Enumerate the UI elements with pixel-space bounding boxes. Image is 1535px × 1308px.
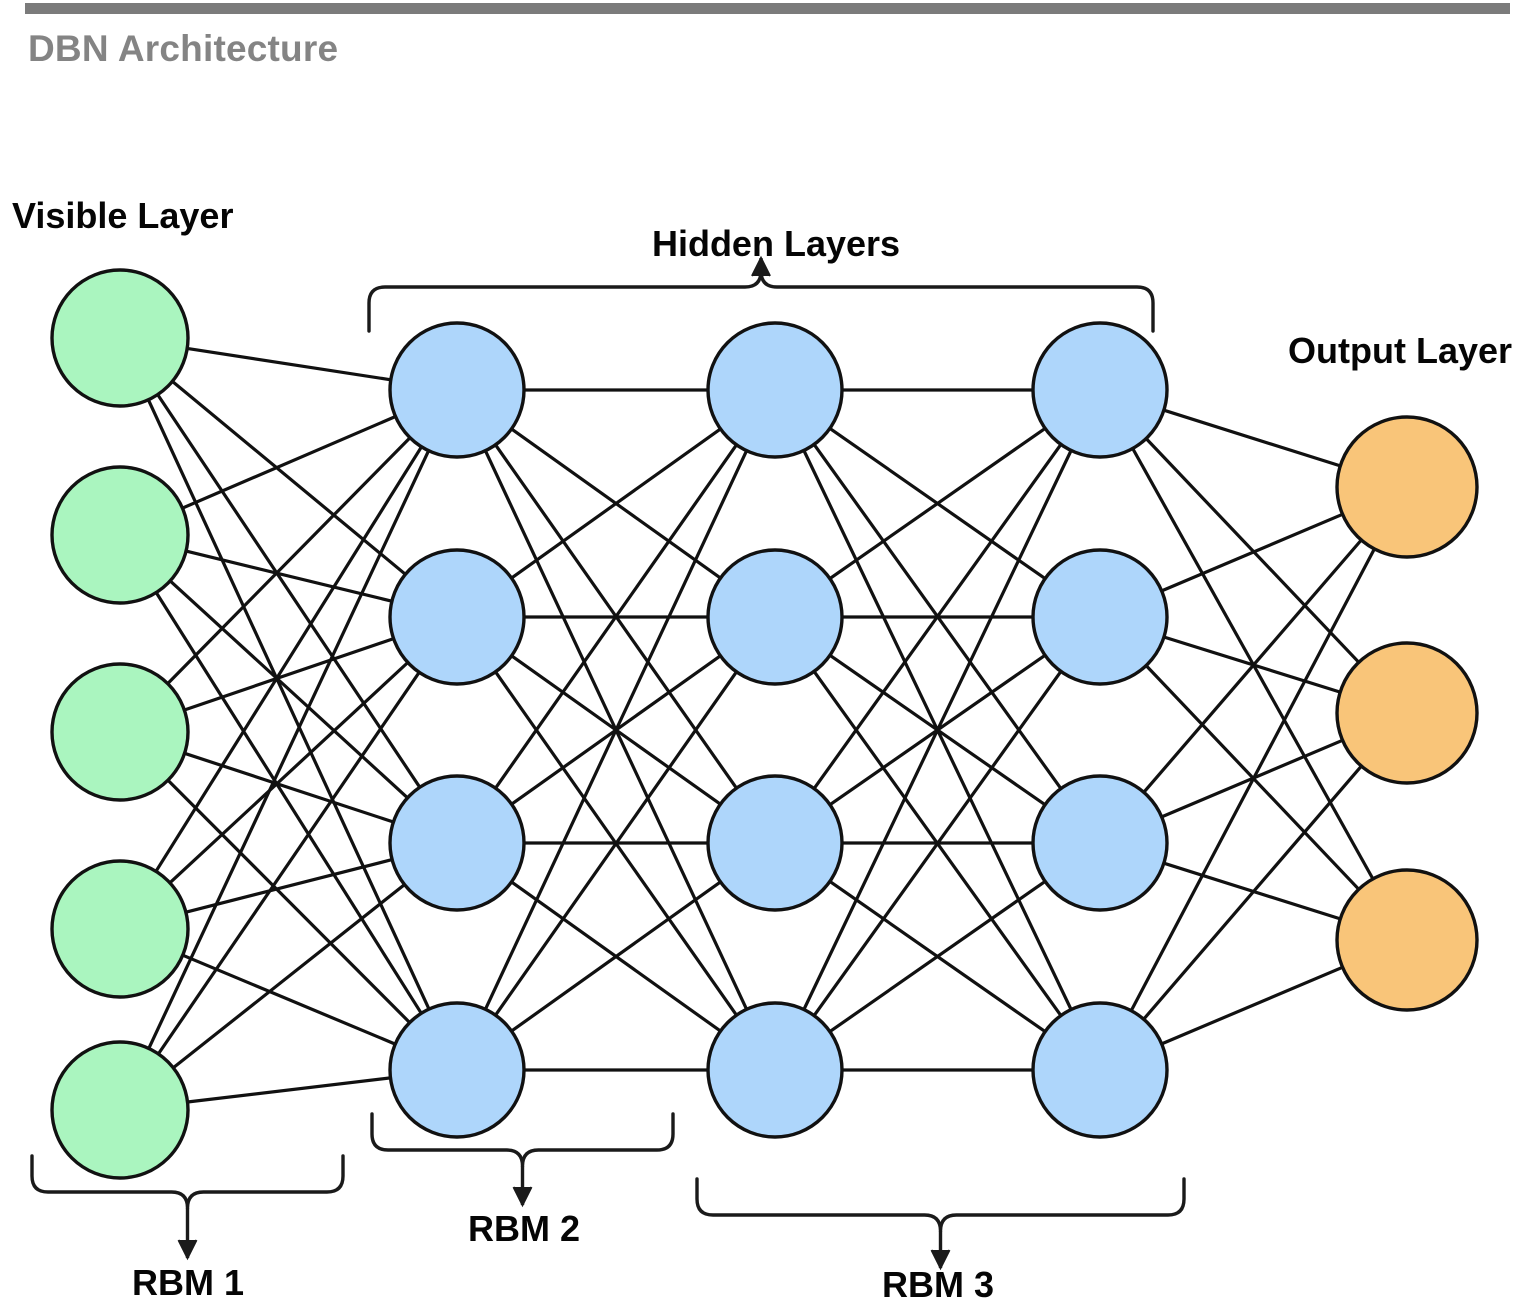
connection-edge (157, 671, 421, 1055)
connection-edge (494, 443, 738, 790)
connection-edge (171, 380, 407, 576)
label-output-layer: Output Layer (1288, 330, 1512, 371)
neuron-hidden1-3 (388, 774, 526, 912)
edge-layer (146, 346, 1376, 1104)
connection-edge (154, 445, 423, 873)
neuron-hidden2-2 (706, 548, 844, 686)
connection-edge (1145, 437, 1360, 664)
neuron-output-1 (1335, 415, 1479, 559)
connection-edge (186, 346, 392, 382)
connection-edge (494, 670, 738, 1017)
connection-edge (182, 953, 396, 1046)
connection-edge (510, 427, 722, 580)
neuron-hidden3-3 (1031, 774, 1169, 912)
neuron-output-3 (1335, 868, 1479, 1012)
neuron-hidden1-1 (388, 321, 526, 459)
connection-edge (185, 549, 393, 603)
label-rbm-2: RBM 2 (468, 1208, 580, 1249)
neuron-hidden3-4 (1031, 1001, 1169, 1139)
connection-edge (168, 661, 409, 884)
neuron-hidden3-2 (1031, 548, 1169, 686)
connection-edge (154, 591, 423, 1015)
label-hidden-layers: Hidden Layers (652, 223, 900, 264)
label-visible-layer: Visible Layer (12, 195, 233, 236)
neuron-hidden2-4 (706, 1001, 844, 1139)
connection-edge (183, 637, 395, 712)
connection-edge (147, 450, 431, 1050)
neuron-hidden1-4 (388, 1001, 526, 1139)
connection-edge (146, 399, 431, 1010)
connection-edge (187, 1076, 391, 1104)
brace-hidden-layers (367, 269, 1155, 333)
connection-edge (1142, 765, 1363, 1021)
connection-edge (1142, 538, 1363, 794)
connection-edge (483, 450, 749, 1010)
connection-edge (510, 880, 722, 1033)
neuron-visible-1 (50, 268, 190, 408)
neuron-hidden3-1 (1031, 321, 1169, 459)
neuron-hidden1-2 (388, 548, 526, 686)
connection-edge (812, 670, 1063, 1017)
neuron-visible-3 (50, 662, 190, 802)
node-layer (50, 268, 1479, 1180)
neuron-output-2 (1335, 641, 1479, 785)
brace-rbm-3 (695, 1177, 1186, 1233)
connection-edge (812, 443, 1063, 790)
connection-edge (802, 449, 1073, 1011)
connection-edge (1161, 512, 1344, 593)
neuron-visible-2 (50, 465, 190, 605)
label-rbm-3: RBM 3 (882, 1264, 994, 1305)
neuron-hidden2-3 (706, 774, 844, 912)
connection-edge (166, 779, 411, 1024)
header-rule (25, 3, 1510, 14)
brace-layer (30, 255, 1186, 1271)
connection-edge (184, 751, 394, 824)
connection-edge (1129, 548, 1376, 1012)
neuron-visible-4 (50, 859, 190, 999)
connection-edge (185, 858, 393, 914)
connection-edge (1161, 965, 1344, 1046)
connection-edge (156, 393, 422, 789)
connection-edge (828, 427, 1047, 580)
connection-edge (181, 415, 397, 510)
connection-edge (169, 579, 409, 799)
connection-edge (828, 880, 1047, 1033)
connection-edge (166, 436, 412, 685)
neuron-hidden2-1 (706, 321, 844, 459)
connection-edge (1163, 408, 1341, 468)
connection-edge (172, 883, 406, 1070)
label-rbm-1: RBM 1 (132, 1262, 244, 1303)
neuron-visible-5 (50, 1040, 190, 1180)
page-title: DBN Architecture (28, 28, 339, 69)
